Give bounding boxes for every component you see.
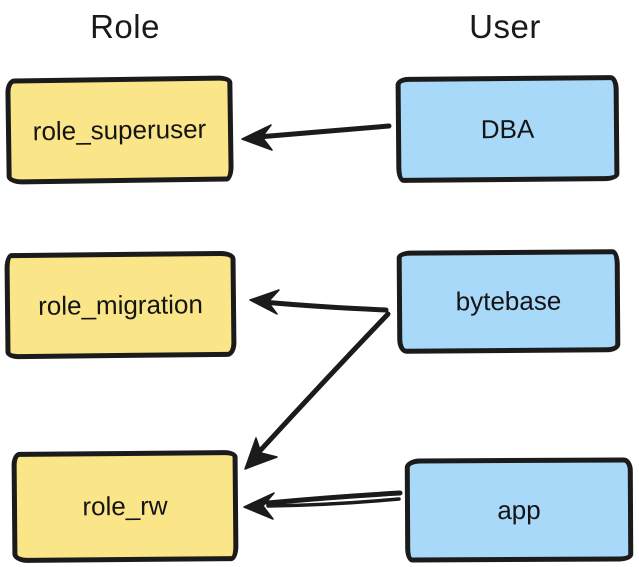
node-label: role_rw — [82, 490, 168, 522]
node-role-migration[interactable]: role_migration — [4, 250, 237, 360]
node-label: app — [497, 494, 541, 525]
arrow-app-to-role-rw[interactable] — [243, 490, 403, 520]
node-label: role_superuser — [32, 113, 207, 146]
arrow-dba-to-role-superuser[interactable] — [241, 123, 392, 151]
column-title-user: User — [469, 8, 541, 45]
node-dba[interactable]: DBA — [395, 75, 620, 183]
node-app[interactable]: app — [404, 457, 634, 563]
node-label: DBA — [480, 113, 535, 144]
node-label: bytebase — [455, 285, 562, 317]
column-title-role: Role — [90, 8, 160, 45]
arrow-bytebase-to-role-rw[interactable] — [244, 311, 391, 470]
node-role-superuser[interactable]: role_superuser — [5, 75, 234, 185]
arrow-bytebase-to-role-migration[interactable] — [249, 289, 389, 315]
node-bytebase[interactable]: bytebase — [396, 249, 621, 354]
node-role-rw[interactable]: role_rw — [11, 450, 239, 563]
node-label: role_migration — [37, 288, 204, 321]
